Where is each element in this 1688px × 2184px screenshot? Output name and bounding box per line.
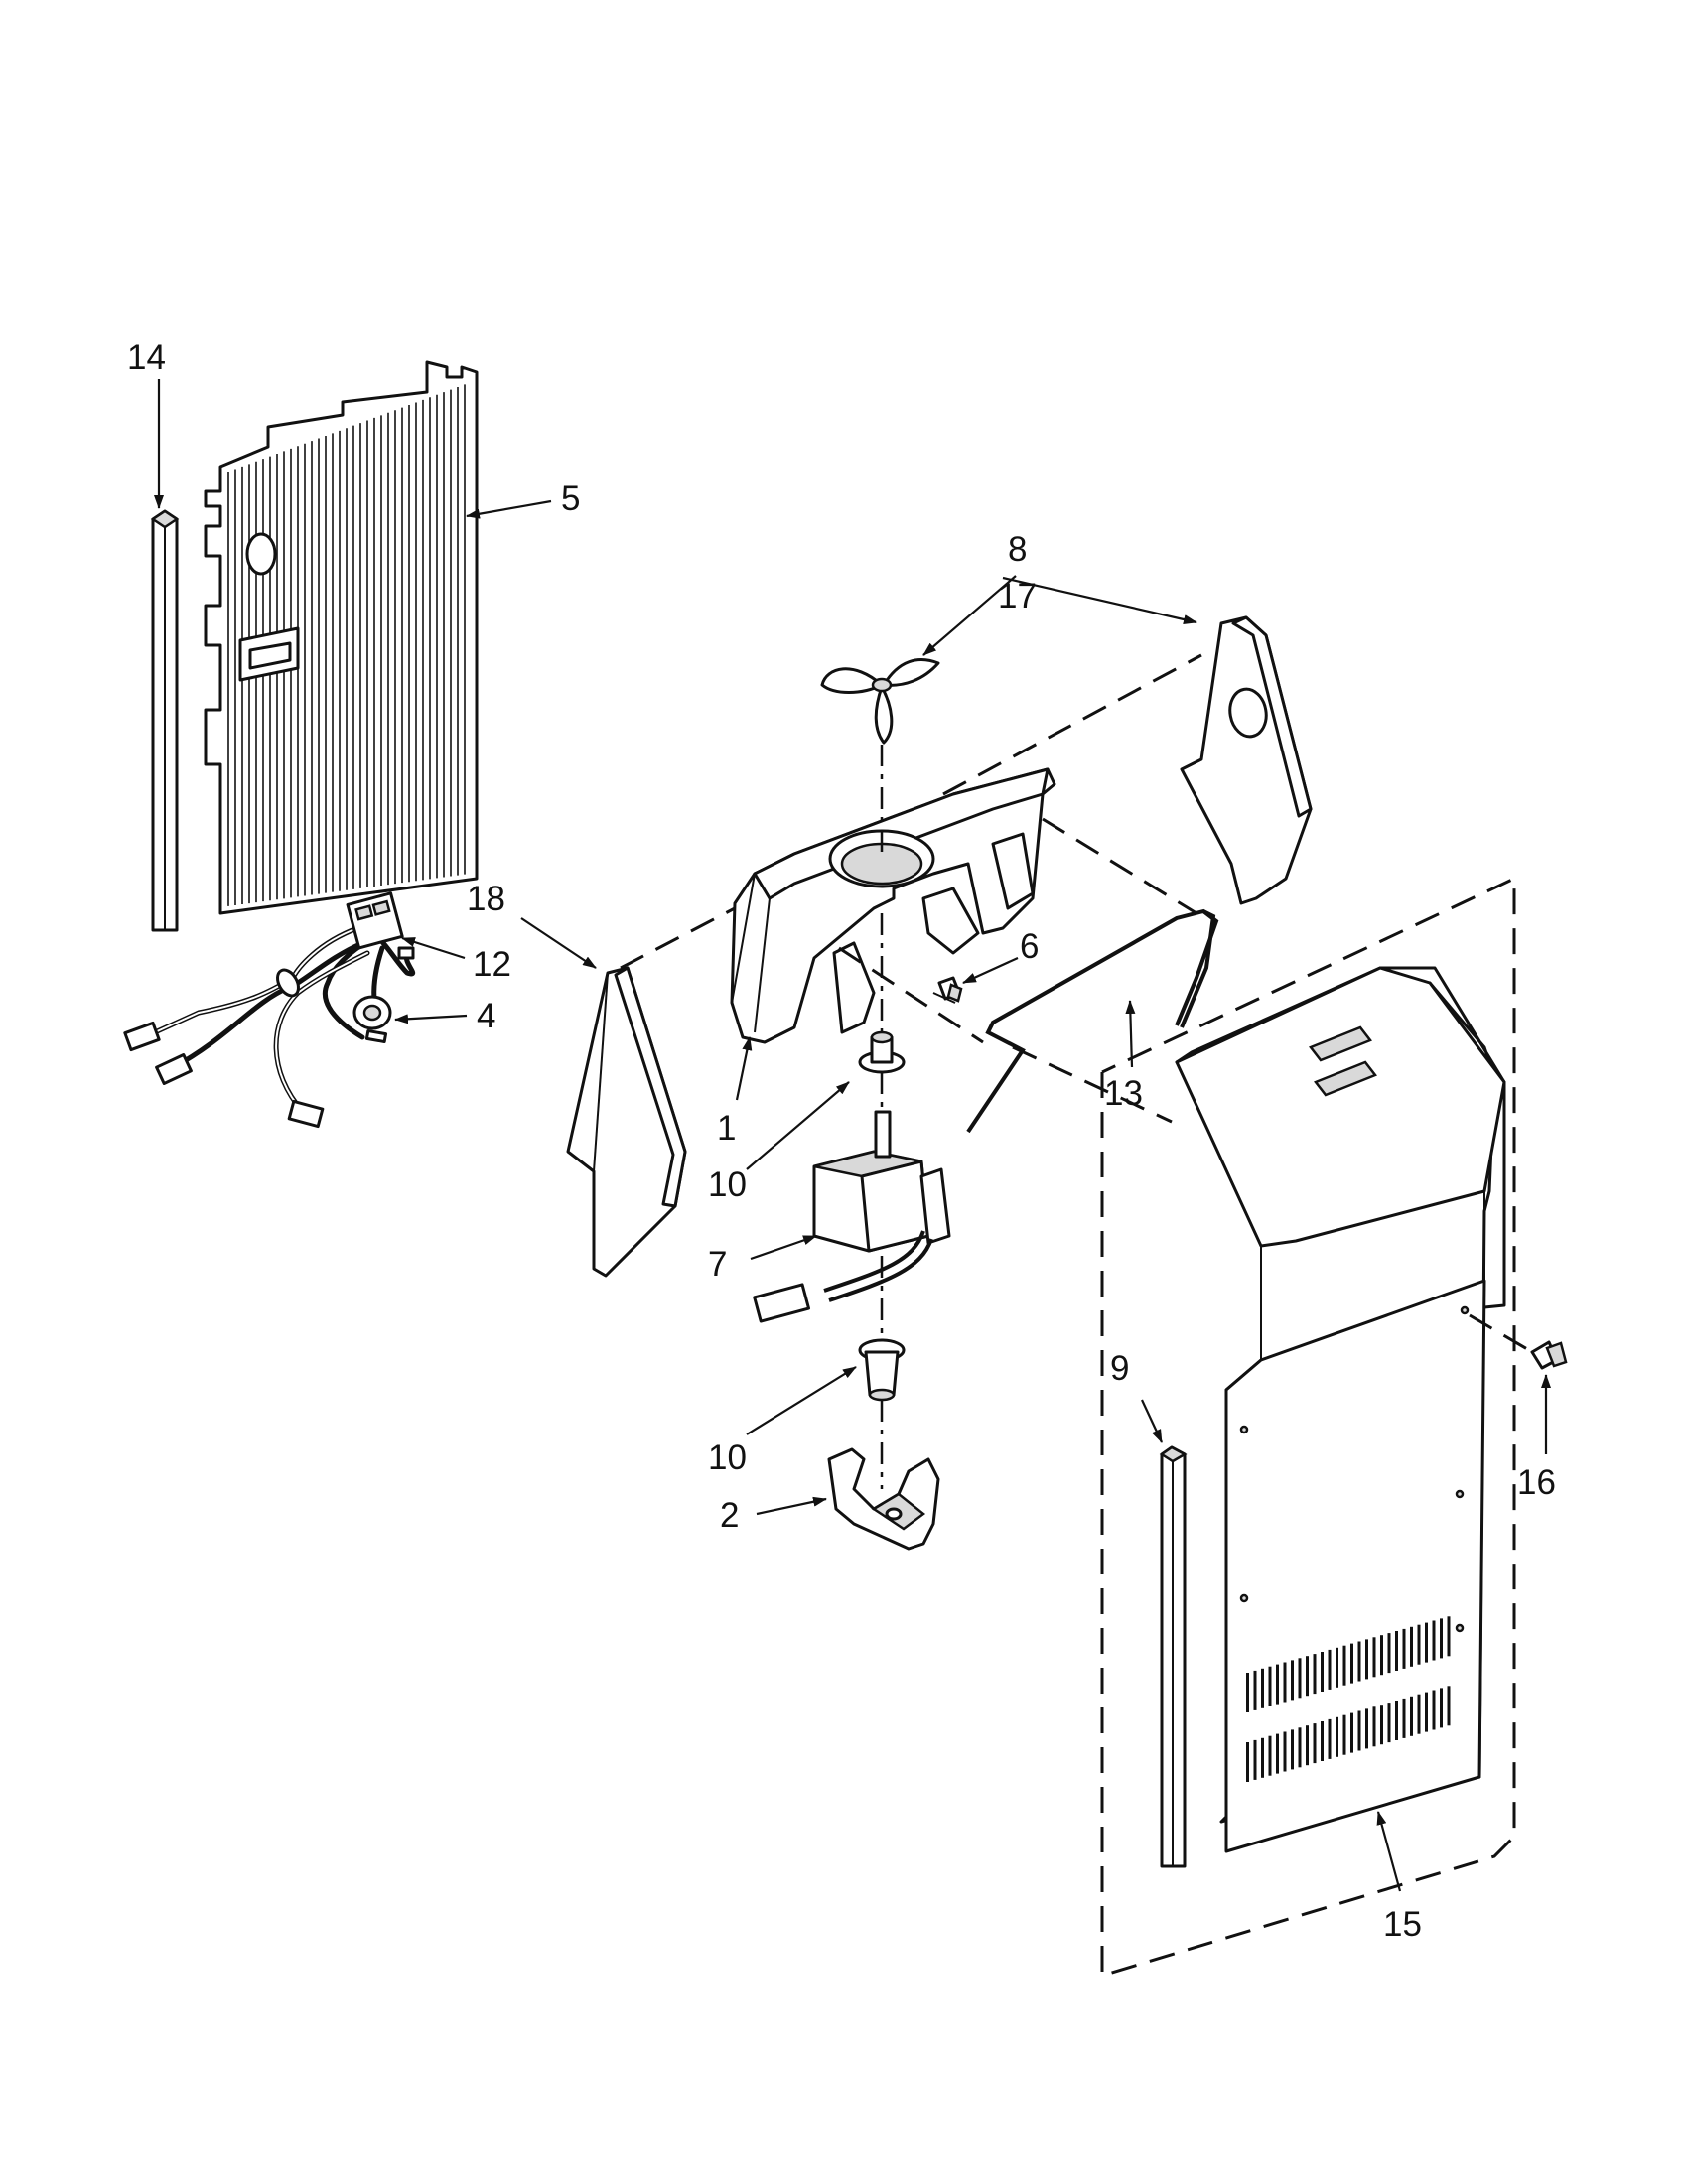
part-13-wire-bracket: [966, 908, 1219, 1134]
vent-slot: [1298, 1727, 1302, 1768]
part-10-motor-mount-upper: [858, 1030, 906, 1074]
vent-slot: [1313, 1654, 1317, 1695]
callout-4: 4: [477, 997, 495, 1035]
callout-9: 9: [1110, 1349, 1129, 1388]
vent-slot: [1283, 1731, 1287, 1772]
callout-12: 12: [473, 945, 511, 984]
vent-slot: [1380, 1705, 1383, 1745]
vent-slot: [1328, 1718, 1332, 1759]
callout-6: 6: [1020, 927, 1039, 966]
callout-labels: 14 5 8 17 18 12 4 6 13 1 10 7 9 16 10 2 …: [127, 339, 1556, 1944]
vent-slot: [1246, 1742, 1249, 1782]
vent-slot: [1268, 1735, 1272, 1776]
vent-slot: [1372, 1706, 1376, 1747]
phantom-lines: [620, 653, 1535, 1979]
vent-slot: [1321, 1721, 1324, 1761]
vent-slot: [1432, 1690, 1436, 1730]
vent-slot: [1261, 1668, 1264, 1708]
vent-slot: [1417, 1694, 1421, 1734]
vent-slot: [1387, 1703, 1391, 1743]
vent-slot: [1432, 1620, 1436, 1661]
part-9-gasket-strip: [1159, 1445, 1188, 1868]
callout-13: 13: [1104, 1074, 1143, 1113]
vent-slot: [1321, 1652, 1324, 1692]
vent-slot: [1380, 1635, 1383, 1676]
callout-16: 16: [1517, 1463, 1556, 1502]
vent-slot: [1417, 1624, 1421, 1665]
vent-slot: [1395, 1701, 1398, 1740]
part-12-wire-harness: [123, 891, 416, 1129]
vent-slot: [1350, 1712, 1353, 1753]
vent-slot: [1425, 1622, 1428, 1663]
vent-slot: [1440, 1688, 1443, 1728]
vent-slot: [1306, 1656, 1309, 1697]
part-10-motor-mount-lower: [858, 1338, 906, 1402]
callout-1: 1: [717, 1109, 736, 1148]
vent-slot: [1246, 1673, 1249, 1712]
part-4-grommet: [352, 995, 392, 1030]
part-5-evaporator-cover: [204, 360, 479, 915]
callout-14: 14: [127, 339, 166, 377]
vent-slot: [1253, 1739, 1257, 1780]
vent-slot: [1342, 1714, 1346, 1755]
callout-2: 2: [720, 1496, 739, 1535]
vent-slot: [1336, 1716, 1338, 1757]
vent-slot: [1372, 1637, 1376, 1678]
vent-slot: [1291, 1660, 1294, 1701]
part-6-screw: [932, 976, 963, 1004]
part-1-fan-shroud: [730, 767, 1056, 1044]
vent-slot: [1402, 1698, 1406, 1738]
vent-slot: [1276, 1664, 1279, 1705]
vent-slot: [1425, 1692, 1428, 1732]
part-16-screw: [1530, 1340, 1568, 1370]
part-7-fan-motor: [753, 1110, 951, 1323]
vent-slot: [1365, 1639, 1368, 1680]
part-17-air-baffle-right: [1180, 615, 1313, 905]
vent-slot: [1298, 1658, 1302, 1699]
callout-10-upper: 10: [708, 1165, 747, 1204]
vent-slot: [1291, 1729, 1294, 1770]
leader-lines: [154, 379, 1551, 1892]
callout-5: 5: [561, 479, 580, 518]
callout-8: 8: [1008, 530, 1027, 569]
vent-slot: [1261, 1737, 1264, 1778]
part-2-motor-bracket: [827, 1447, 940, 1551]
vent-slot: [1283, 1662, 1287, 1703]
part-14-gasket-strip: [150, 509, 180, 932]
vent-slot: [1387, 1633, 1391, 1674]
vent-slot: [1357, 1641, 1361, 1682]
vent-slot: [1306, 1725, 1309, 1766]
part-8-fan-blade: [820, 658, 940, 745]
vent-slot: [1253, 1670, 1257, 1710]
vent-slot: [1342, 1645, 1346, 1686]
vent-slot: [1336, 1647, 1338, 1688]
vent-slot: [1402, 1628, 1406, 1669]
vent-slot: [1365, 1708, 1368, 1749]
vent-slot: [1276, 1733, 1279, 1774]
callout-10-lower: 10: [708, 1438, 747, 1477]
callout-15: 15: [1383, 1905, 1422, 1944]
part-18-air-baffle-left: [566, 966, 687, 1278]
vent-slot: [1447, 1616, 1451, 1657]
vent-slot: [1447, 1686, 1451, 1726]
vent-slot: [1357, 1710, 1361, 1751]
vent-slot: [1268, 1666, 1272, 1706]
callout-18: 18: [467, 880, 505, 918]
vent-slot: [1350, 1643, 1353, 1684]
callout-17: 17: [998, 577, 1037, 615]
vent-slot: [1410, 1696, 1413, 1736]
vent-slot: [1313, 1723, 1317, 1764]
part-15-rear-panel: [1175, 966, 1506, 1853]
vent-slot: [1410, 1626, 1413, 1667]
vent-slot: [1395, 1631, 1398, 1671]
vent-slot: [1440, 1618, 1443, 1659]
callout-7: 7: [708, 1245, 727, 1284]
vent-slot: [1328, 1649, 1332, 1690]
